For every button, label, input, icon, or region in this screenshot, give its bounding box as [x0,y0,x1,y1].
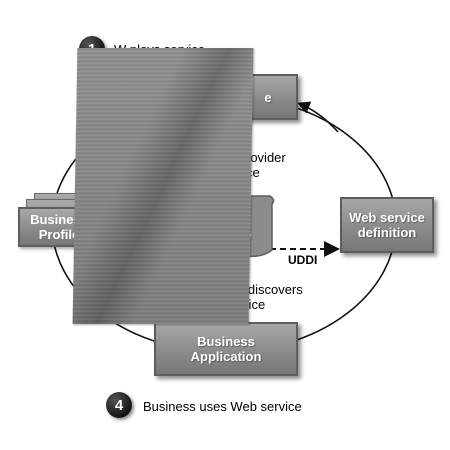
overlay-photo [72,48,254,324]
web-service-definition-box: Web service definition [340,197,434,253]
business-application-box: Business Application [154,322,298,376]
uddi-label: UDDI [288,253,318,267]
step-4-badge: 4 [106,392,132,418]
cycle-arrow-to-web-service [297,101,339,133]
step-4-text: Business uses Web service [143,399,302,414]
business-application-label: Business Application [190,334,262,364]
business-profile-label: Business Profile [30,212,88,242]
step-2-text: rovider ce [246,150,286,180]
registry-cylinder [230,195,275,258]
web-service-box-label: e [264,89,272,105]
web-service-definition-label: Web service definition [349,210,425,240]
